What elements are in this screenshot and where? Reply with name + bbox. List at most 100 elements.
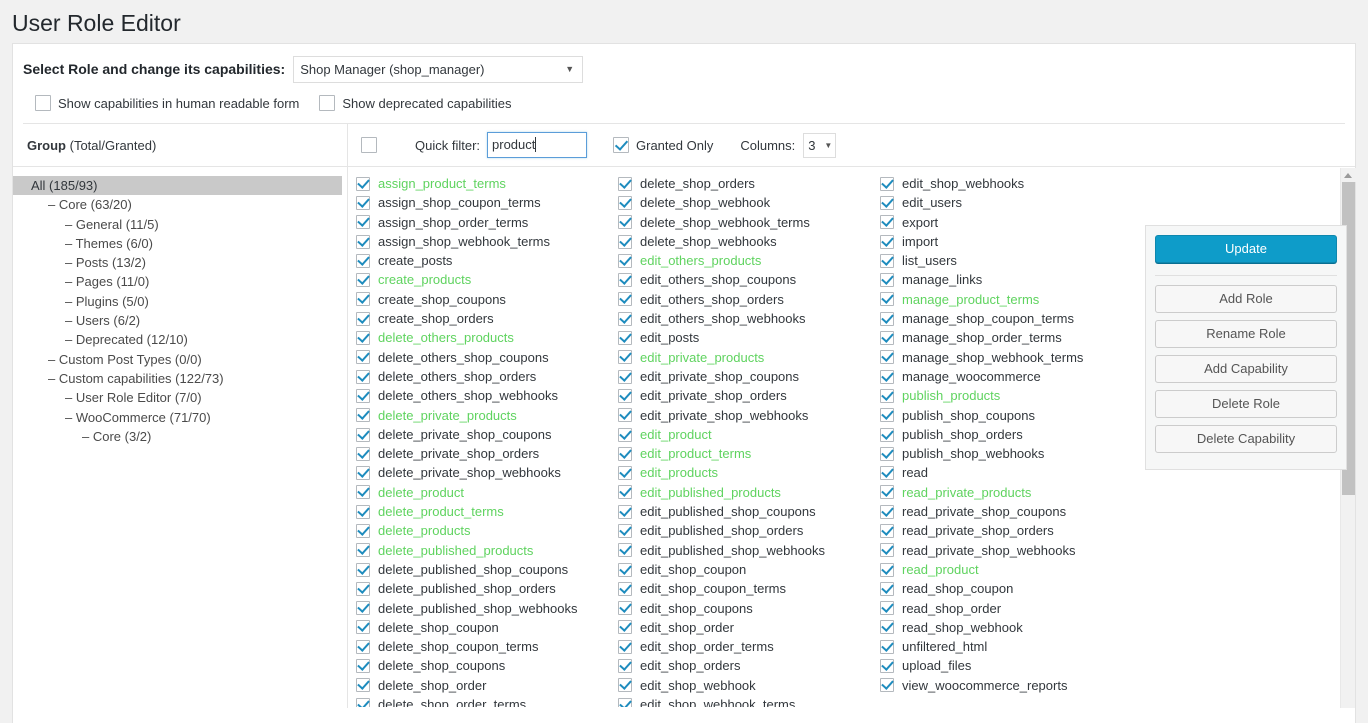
checkbox-show-deprecated[interactable] — [319, 95, 336, 111]
checkbox-capability[interactable] — [880, 215, 894, 230]
capability-row[interactable]: delete_shop_webhook_terms — [618, 213, 872, 232]
scroll-up-arrow-icon[interactable] — [1341, 168, 1356, 182]
capability-row[interactable]: delete_private_shop_webhooks — [356, 463, 610, 482]
group-tree-item[interactable]: – Themes (6/0) — [13, 234, 347, 253]
update-button[interactable]: Update — [1155, 235, 1337, 263]
checkbox-capability[interactable] — [356, 601, 370, 616]
capability-row[interactable]: create_shop_orders — [356, 309, 610, 328]
capability-row[interactable]: unfiltered_html — [880, 637, 1122, 656]
capability-row[interactable]: view_woocommerce_reports — [880, 676, 1122, 695]
checkbox-capability[interactable] — [618, 273, 632, 288]
checkbox-capability[interactable] — [356, 331, 370, 346]
checkbox-capability[interactable] — [880, 639, 894, 654]
capability-row[interactable]: read_private_shop_coupons — [880, 502, 1122, 521]
capability-row[interactable]: edit_posts — [618, 328, 872, 347]
checkbox-capability[interactable] — [880, 408, 894, 423]
checkbox-capability[interactable] — [880, 253, 894, 268]
add-role-button[interactable]: Add Role — [1155, 285, 1337, 313]
capability-row[interactable]: delete_shop_order_terms — [356, 695, 610, 707]
capability-row[interactable]: edit_shop_orders — [618, 656, 872, 675]
capability-row[interactable]: manage_shop_coupon_terms — [880, 309, 1122, 328]
checkbox-capability[interactable] — [356, 639, 370, 654]
checkbox-capability[interactable] — [618, 639, 632, 654]
checkbox-capability[interactable] — [618, 388, 632, 403]
checkbox-capability[interactable] — [356, 311, 370, 326]
group-tree-item[interactable]: – Plugins (5/0) — [13, 292, 347, 311]
capability-row[interactable]: delete_others_shop_orders — [356, 367, 610, 386]
checkbox-human-readable[interactable] — [35, 95, 51, 111]
capability-row[interactable]: edit_published_shop_orders — [618, 521, 872, 540]
capability-row[interactable]: create_products — [356, 270, 610, 289]
checkbox-capability[interactable] — [356, 466, 370, 481]
capability-row[interactable]: delete_private_shop_orders — [356, 444, 610, 463]
capability-row[interactable]: edit_published_products — [618, 483, 872, 502]
capability-row[interactable]: assign_shop_coupon_terms — [356, 193, 610, 212]
checkbox-capability[interactable] — [880, 273, 894, 288]
checkbox-capability[interactable] — [618, 176, 632, 191]
checkbox-capability[interactable] — [356, 253, 370, 268]
capability-row[interactable]: edit_shop_order — [618, 618, 872, 637]
capability-row[interactable]: read — [880, 463, 1122, 482]
checkbox-capability[interactable] — [356, 292, 370, 307]
capability-row[interactable]: export — [880, 213, 1122, 232]
columns-select[interactable]: 3 ▼ — [803, 132, 837, 158]
capability-row[interactable]: edit_users — [880, 193, 1122, 212]
checkbox-capability[interactable] — [356, 369, 370, 384]
capability-row[interactable]: manage_links — [880, 270, 1122, 289]
capability-row[interactable]: assign_product_terms — [356, 174, 610, 193]
capability-row[interactable]: read_shop_webhook — [880, 618, 1122, 637]
checkbox-capability[interactable] — [356, 234, 370, 249]
checkbox-capability[interactable] — [356, 562, 370, 577]
checkbox-capability[interactable] — [618, 659, 632, 674]
group-tree-item[interactable]: All (185/93) — [13, 176, 342, 196]
capability-row[interactable]: delete_private_products — [356, 406, 610, 425]
checkbox-capability[interactable] — [356, 581, 370, 596]
group-tree-item[interactable]: – Pages (11/0) — [13, 272, 347, 291]
rename-role-button[interactable]: Rename Role — [1155, 320, 1337, 348]
group-tree-item[interactable]: – General (11/5) — [13, 215, 347, 234]
checkbox-capability[interactable] — [618, 620, 632, 635]
checkbox-capability[interactable] — [880, 176, 894, 191]
capability-row[interactable]: edit_shop_webhooks — [880, 174, 1122, 193]
capability-row[interactable]: delete_published_shop_orders — [356, 579, 610, 598]
group-tree-item[interactable]: – Core (3/2) — [13, 427, 347, 446]
capability-row[interactable]: read_private_shop_webhooks — [880, 541, 1122, 560]
capability-row[interactable]: edit_private_shop_orders — [618, 386, 872, 405]
capability-row[interactable]: edit_product_terms — [618, 444, 872, 463]
checkbox-capability[interactable] — [356, 408, 370, 423]
checkbox-capability[interactable] — [880, 601, 894, 616]
capability-row[interactable]: edit_shop_webhook_terms — [618, 695, 872, 707]
role-select[interactable]: Shop Manager (shop_manager) ▼ — [293, 55, 584, 83]
capability-row[interactable]: read_shop_coupon — [880, 579, 1122, 598]
checkbox-capability[interactable] — [880, 504, 894, 519]
capability-row[interactable]: read_shop_order — [880, 599, 1122, 618]
checkbox-capability[interactable] — [356, 523, 370, 538]
capability-row[interactable]: read_product — [880, 560, 1122, 579]
capability-row[interactable]: edit_others_shop_orders — [618, 290, 872, 309]
capability-row[interactable]: manage_shop_webhook_terms — [880, 348, 1122, 367]
delete-capability-button[interactable]: Delete Capability — [1155, 425, 1337, 453]
group-tree-item[interactable]: – User Role Editor (7/0) — [13, 388, 347, 407]
capability-row[interactable]: delete_published_shop_webhooks — [356, 599, 610, 618]
checkbox-capability[interactable] — [618, 408, 632, 423]
add-capability-button[interactable]: Add Capability — [1155, 355, 1337, 383]
checkbox-capability[interactable] — [880, 292, 894, 307]
capability-row[interactable]: delete_products — [356, 521, 610, 540]
checkbox-capability[interactable] — [880, 543, 894, 558]
checkbox-capability[interactable] — [618, 543, 632, 558]
checkbox-capability[interactable] — [880, 466, 894, 481]
capability-row[interactable]: edit_published_shop_coupons — [618, 502, 872, 521]
capability-row[interactable]: delete_shop_coupon — [356, 618, 610, 637]
checkbox-capability[interactable] — [880, 331, 894, 346]
checkbox-capability[interactable] — [356, 273, 370, 288]
capability-row[interactable]: edit_private_shop_coupons — [618, 367, 872, 386]
checkbox-capability[interactable] — [618, 485, 632, 500]
checkbox-capability[interactable] — [880, 620, 894, 635]
capability-row[interactable]: read_private_shop_orders — [880, 521, 1122, 540]
checkbox-capability[interactable] — [618, 331, 632, 346]
option-human-readable[interactable]: Show capabilities in human readable form — [35, 95, 299, 111]
capability-row[interactable]: publish_products — [880, 386, 1122, 405]
checkbox-capability[interactable] — [356, 485, 370, 500]
capability-row[interactable]: create_shop_coupons — [356, 290, 610, 309]
capability-row[interactable]: delete_product_terms — [356, 502, 610, 521]
